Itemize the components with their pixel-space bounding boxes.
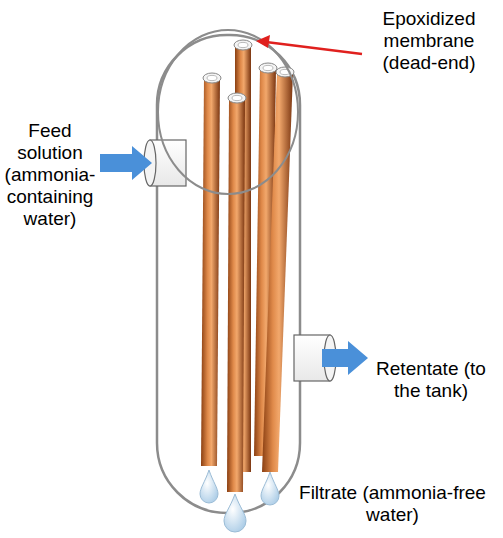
membrane-tubes <box>201 40 294 492</box>
vessel-outline <box>157 35 300 513</box>
retentate-arrow <box>322 341 368 375</box>
highlight-ellipse <box>158 30 298 194</box>
retentate-label: Retentate (to the tank) <box>362 358 500 402</box>
feed-arrow <box>100 146 152 180</box>
filtrate-drops <box>200 470 279 532</box>
filtrate-label: Filtrate (ammonia-free water) <box>290 482 495 526</box>
pointer-arrow <box>256 35 362 54</box>
membrane-label: Epoxidized membrane (dead-end) <box>358 8 500 74</box>
feed-label: Feed solution (ammonia-containing water) <box>0 120 100 230</box>
